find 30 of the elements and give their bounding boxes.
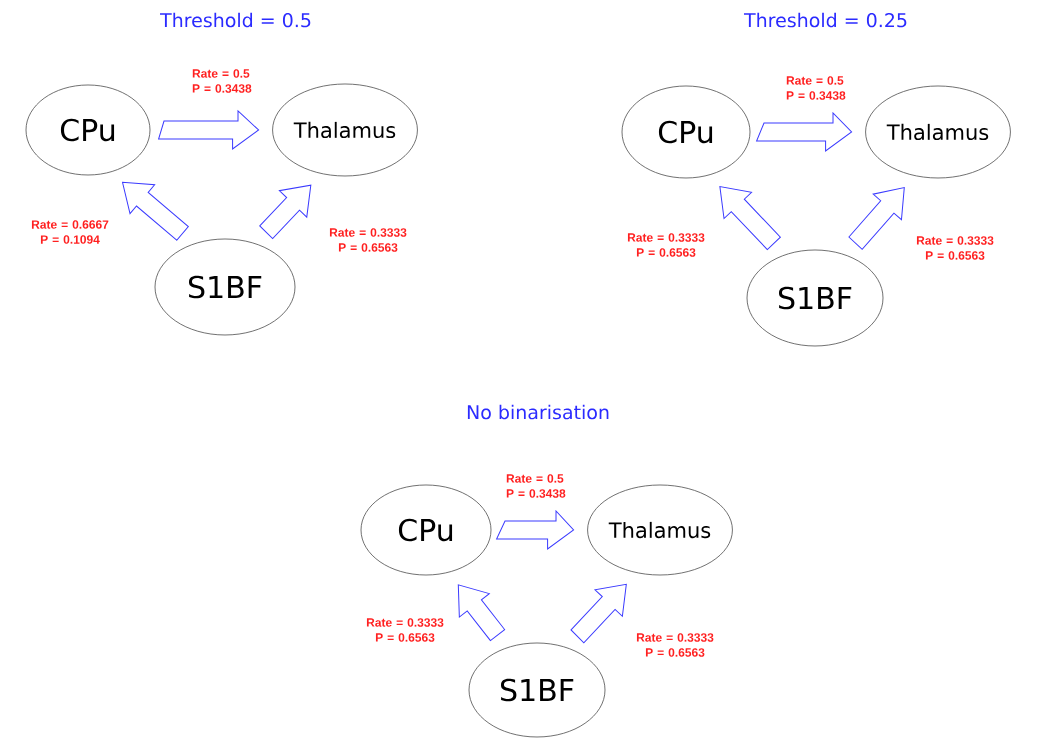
edge-label: Rate = 0.3333 P = 0.6563: [627, 233, 705, 257]
block-arrow: [756, 112, 853, 152]
edge-label: Rate = 0.3333 P = 0.6563: [636, 633, 714, 657]
ellipse-node: Thalamus: [587, 484, 733, 576]
panel-title: No binarisation: [467, 404, 609, 420]
block-arrow: [122, 181, 189, 241]
block-arrow: [719, 186, 781, 251]
block-arrow: [496, 510, 575, 550]
block-arrow: [848, 187, 905, 250]
edge-label: Rate = 0.5 P = 0.3438: [192, 69, 252, 93]
edge-label: Rate = 0.6667 P = 0.1094: [31, 220, 109, 244]
ellipse-node: S1BF: [746, 249, 884, 347]
edge-label: Rate = 0.3333 P = 0.6563: [916, 236, 994, 260]
block-arrow: [570, 583, 627, 644]
ellipse-node: CPu: [621, 85, 751, 179]
edge-label: Rate = 0.5 P = 0.3438: [786, 76, 846, 100]
edge-label: Rate = 0.3333 P = 0.6563: [329, 228, 407, 252]
ellipse-node: CPu: [360, 484, 492, 576]
panel-title: Threshold = 0.25: [744, 12, 907, 28]
ellipse-node: Thalamus: [272, 83, 418, 177]
edge-label: Rate = 0.3333 P = 0.6563: [366, 618, 444, 642]
panel-title: Threshold = 0.5: [160, 12, 311, 28]
block-arrow: [457, 584, 506, 642]
ellipse-node: CPu: [25, 84, 151, 176]
ellipse-node: S1BF: [468, 642, 606, 738]
block-arrow: [259, 184, 312, 240]
ellipse-node: Thalamus: [865, 85, 1011, 179]
block-arrow: [158, 110, 260, 150]
ellipse-node: S1BF: [154, 238, 296, 336]
edge-label: Rate = 0.5 P = 0.3438: [506, 474, 566, 498]
